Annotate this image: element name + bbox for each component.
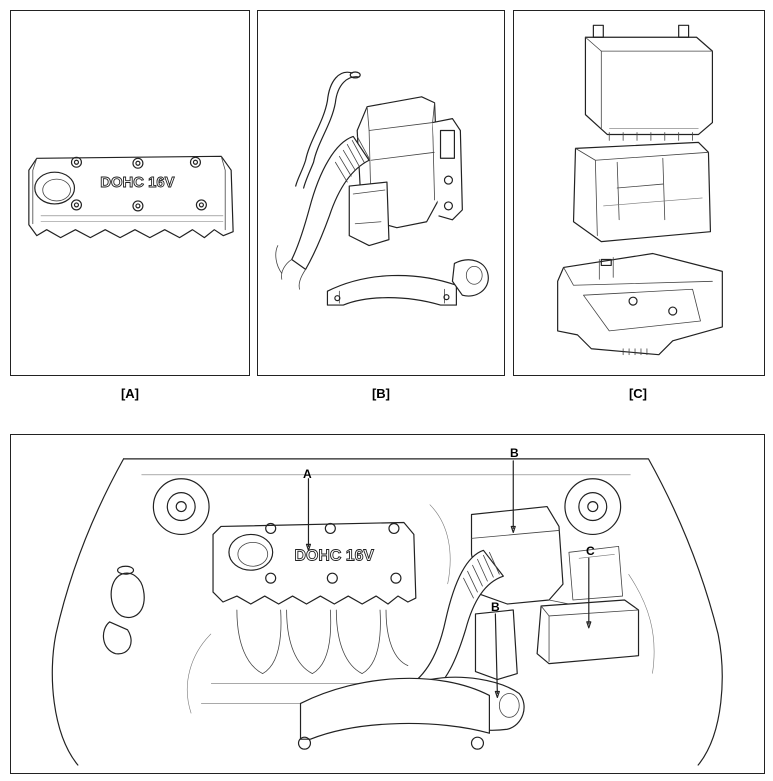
panel-b-air-cleaner: [257, 10, 505, 376]
callout-c: C: [586, 544, 595, 558]
air-cleaner-drawing: [275, 71, 489, 306]
engine-cover-emboss-text: DOHC 16V: [100, 175, 174, 191]
battery-drawing: [557, 24, 723, 356]
callout-b-top: B: [510, 446, 519, 460]
engine-bay-cover-text: DOHC 16V: [295, 547, 375, 564]
engine-cover-drawing: DOHC 16V: [28, 155, 234, 239]
panel-a-caption: [A]: [120, 386, 140, 401]
panel-b-caption: [B]: [371, 386, 391, 401]
callout-a: A: [303, 467, 312, 481]
panel-c-caption: [C]: [628, 386, 648, 401]
leader-line-b-lower: [494, 613, 498, 695]
engine-bay-panel: DOHC 16V: [10, 434, 765, 774]
panel-c-battery: [513, 10, 765, 376]
engine-bay-drawing: DOHC 16V: [51, 458, 723, 766]
panel-a-engine-cover: DOHC 16V: [10, 10, 250, 376]
callout-b-lower: B: [491, 600, 500, 614]
